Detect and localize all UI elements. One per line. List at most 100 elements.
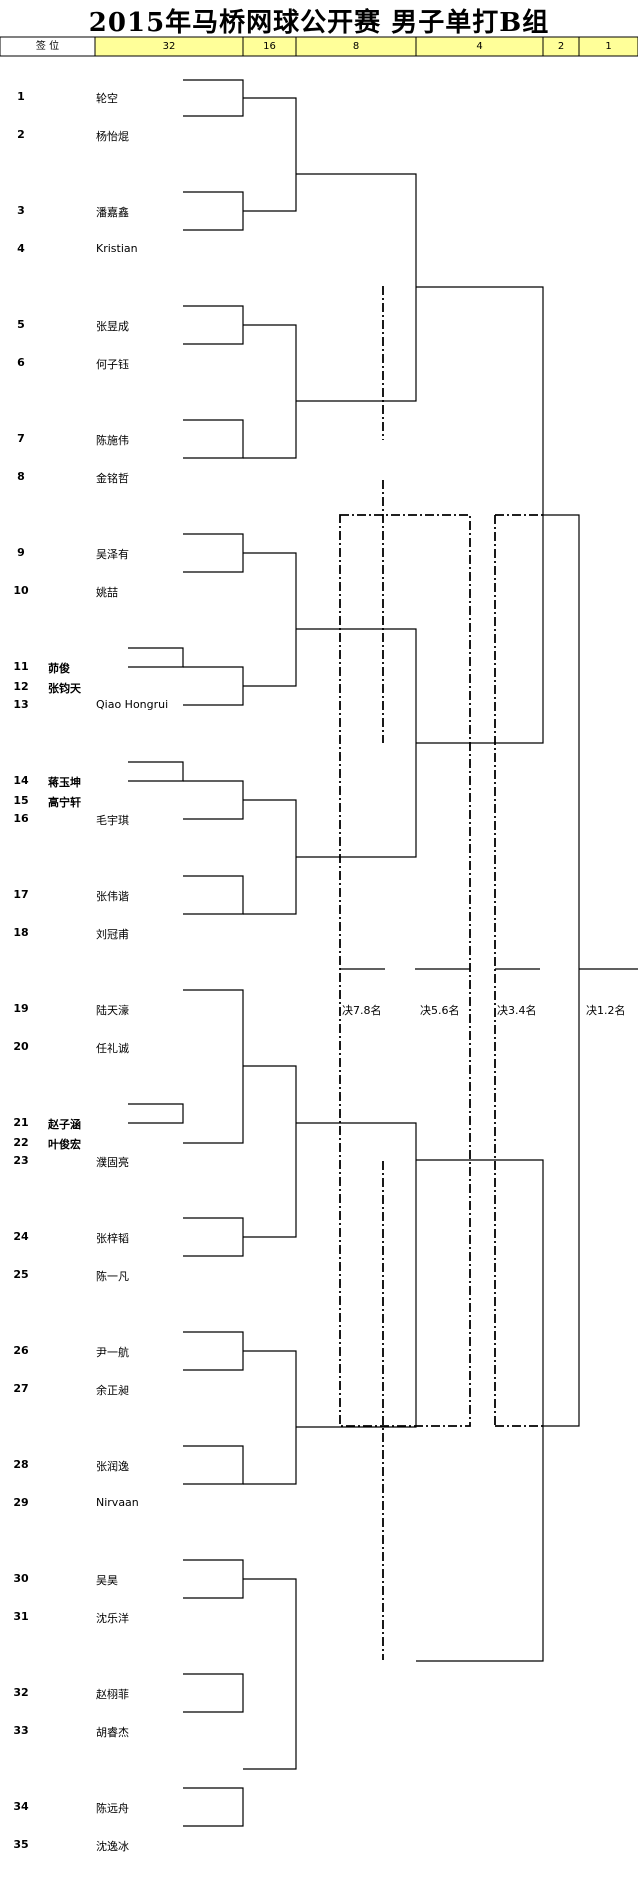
player-name: 叶俊宏	[48, 1138, 81, 1151]
bracket-connector	[243, 1578, 297, 1770]
player-name: 余正昶	[96, 1384, 129, 1397]
bracket-lines	[128, 79, 638, 1827]
bracket-connector	[183, 1331, 244, 1371]
round-32-header: 32	[162, 41, 176, 52]
seed-number: 15	[13, 794, 29, 807]
player-name: 姚喆	[96, 586, 118, 599]
bracket-connector	[183, 305, 244, 345]
seed-number: 21	[13, 1116, 29, 1129]
player-name: 茆俊	[48, 662, 70, 675]
seed-number: 3	[17, 204, 25, 217]
bracket-connector	[183, 1559, 244, 1599]
player-name: 尹一航	[96, 1346, 129, 1359]
bracket-connector	[128, 761, 184, 782]
player-name: 赵子涵	[48, 1118, 81, 1131]
bracket-connector	[183, 1673, 244, 1713]
bracket-connector	[543, 514, 580, 1427]
bracket-connector	[296, 173, 417, 402]
seed-number: 8	[17, 470, 25, 483]
round-8-header: 8	[352, 41, 360, 52]
seed-number: 23	[13, 1154, 29, 1167]
seed-number: 24	[13, 1230, 29, 1243]
seed-number: 17	[13, 888, 29, 901]
seed-number: 11	[13, 660, 29, 673]
bracket-connector	[243, 799, 297, 915]
seed-number: 14	[13, 774, 29, 787]
seed-number: 26	[13, 1344, 29, 1357]
player-name: 张润逸	[96, 1460, 129, 1473]
player-name: 张昱成	[96, 320, 129, 333]
seed-number: 29	[13, 1496, 29, 1509]
player-name: 张梓韬	[96, 1232, 129, 1245]
bracket-connector	[183, 875, 244, 915]
player-name: 赵栩菲	[96, 1688, 129, 1701]
bracket-connector	[183, 533, 244, 573]
player-name: 张钧天	[48, 682, 81, 695]
bracket-connector	[416, 1159, 544, 1662]
player-name: Qiao Hongrui	[96, 698, 169, 711]
placing-3-4-label: 决3.4名	[497, 1004, 537, 1017]
bracket-connector	[128, 647, 184, 668]
seed-number: 19	[13, 1002, 29, 1015]
seed-number: 5	[17, 318, 25, 331]
seed-number: 1	[17, 90, 25, 103]
bracket-connector	[183, 780, 244, 820]
header-cell	[578, 36, 638, 57]
player-name: 陆天濠	[96, 1004, 129, 1017]
seed-number: 20	[13, 1040, 29, 1053]
player-name: 金铭哲	[96, 472, 129, 485]
bracket-connector	[183, 419, 244, 459]
seed-number: 30	[13, 1572, 29, 1585]
seed-number: 2	[17, 128, 25, 141]
player-name: 沈逸冰	[96, 1840, 129, 1853]
placement-connector	[339, 514, 471, 1427]
bracket-connector	[243, 97, 297, 212]
player-name: 何子钰	[96, 358, 129, 371]
seed-number: 4	[17, 242, 25, 255]
round-16-header: 16	[263, 41, 276, 52]
player-name: 刘冠甫	[96, 928, 129, 941]
seed-number: 7	[17, 432, 25, 445]
bracket-connector	[296, 628, 417, 858]
bracket-connector	[183, 1445, 244, 1485]
page-title: 2015年马桥网球公开赛 男子单打B组	[88, 8, 550, 38]
player-name: 陈一凡	[96, 1270, 129, 1283]
seed-number: 34	[13, 1800, 29, 1813]
bracket-connector	[243, 552, 297, 687]
bracket-connector	[183, 79, 244, 117]
player-name: 胡睿杰	[96, 1726, 129, 1739]
bracket-connector	[183, 989, 244, 1144]
round-1-header: 1	[605, 41, 612, 52]
bracket-connector	[183, 666, 244, 706]
player-name: 轮空	[96, 92, 118, 105]
bracket-connector	[183, 1217, 244, 1257]
bracket-connector	[243, 1350, 297, 1485]
round-4-header: 4	[476, 41, 483, 52]
seed-number: 25	[13, 1268, 29, 1281]
seed-number: 13	[13, 698, 29, 711]
seed-number: 31	[13, 1610, 29, 1623]
player-name: 陈远舟	[96, 1802, 129, 1815]
bracket-connector	[243, 1065, 297, 1238]
placing-7-8-label: 决7.8名	[342, 1004, 382, 1017]
player-name: 毛宇琪	[96, 814, 129, 827]
player-name: 沈乐洋	[96, 1612, 129, 1625]
player-name: 濮固亮	[96, 1156, 129, 1169]
seed-number: 6	[17, 356, 25, 369]
seed-number: 9	[17, 546, 25, 559]
seed-header: 签 位	[35, 41, 60, 52]
player-name: 吴昊	[96, 1574, 118, 1587]
bracket-connector	[183, 1787, 244, 1827]
player-name: Kristian	[96, 242, 138, 255]
placing-5-6-label: 决5.6名	[420, 1004, 460, 1017]
player-name: Nirvaan	[96, 1496, 139, 1509]
seed-number: 16	[13, 812, 29, 825]
player-name: 吴泽有	[96, 548, 129, 561]
bracket-connector	[183, 191, 244, 231]
seed-number: 10	[13, 584, 29, 597]
player-name: 潘嘉鑫	[96, 206, 129, 219]
bracket-connector	[128, 1103, 184, 1124]
player-name: 蒋玉坤	[48, 776, 81, 789]
bracket-connector	[416, 286, 544, 744]
seed-number: 27	[13, 1382, 29, 1395]
